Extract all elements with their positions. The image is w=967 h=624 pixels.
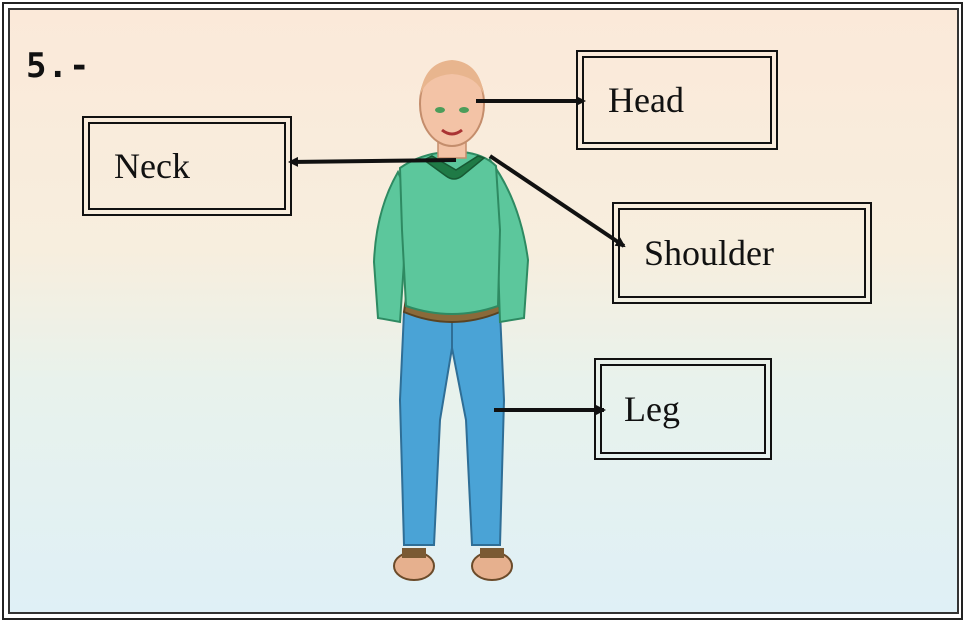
shoulder-label: Shoulder (644, 232, 774, 274)
neck-arrow (290, 160, 456, 162)
shoulder-label-box: Shoulder (612, 202, 872, 304)
head-label: Head (608, 79, 684, 121)
leg-label-box: Leg (594, 358, 772, 460)
leg-label: Leg (624, 388, 680, 430)
head-label-box: Head (576, 50, 778, 150)
neck-label-box: Neck (82, 116, 292, 216)
neck-label: Neck (114, 145, 190, 187)
person-figure (374, 60, 528, 580)
